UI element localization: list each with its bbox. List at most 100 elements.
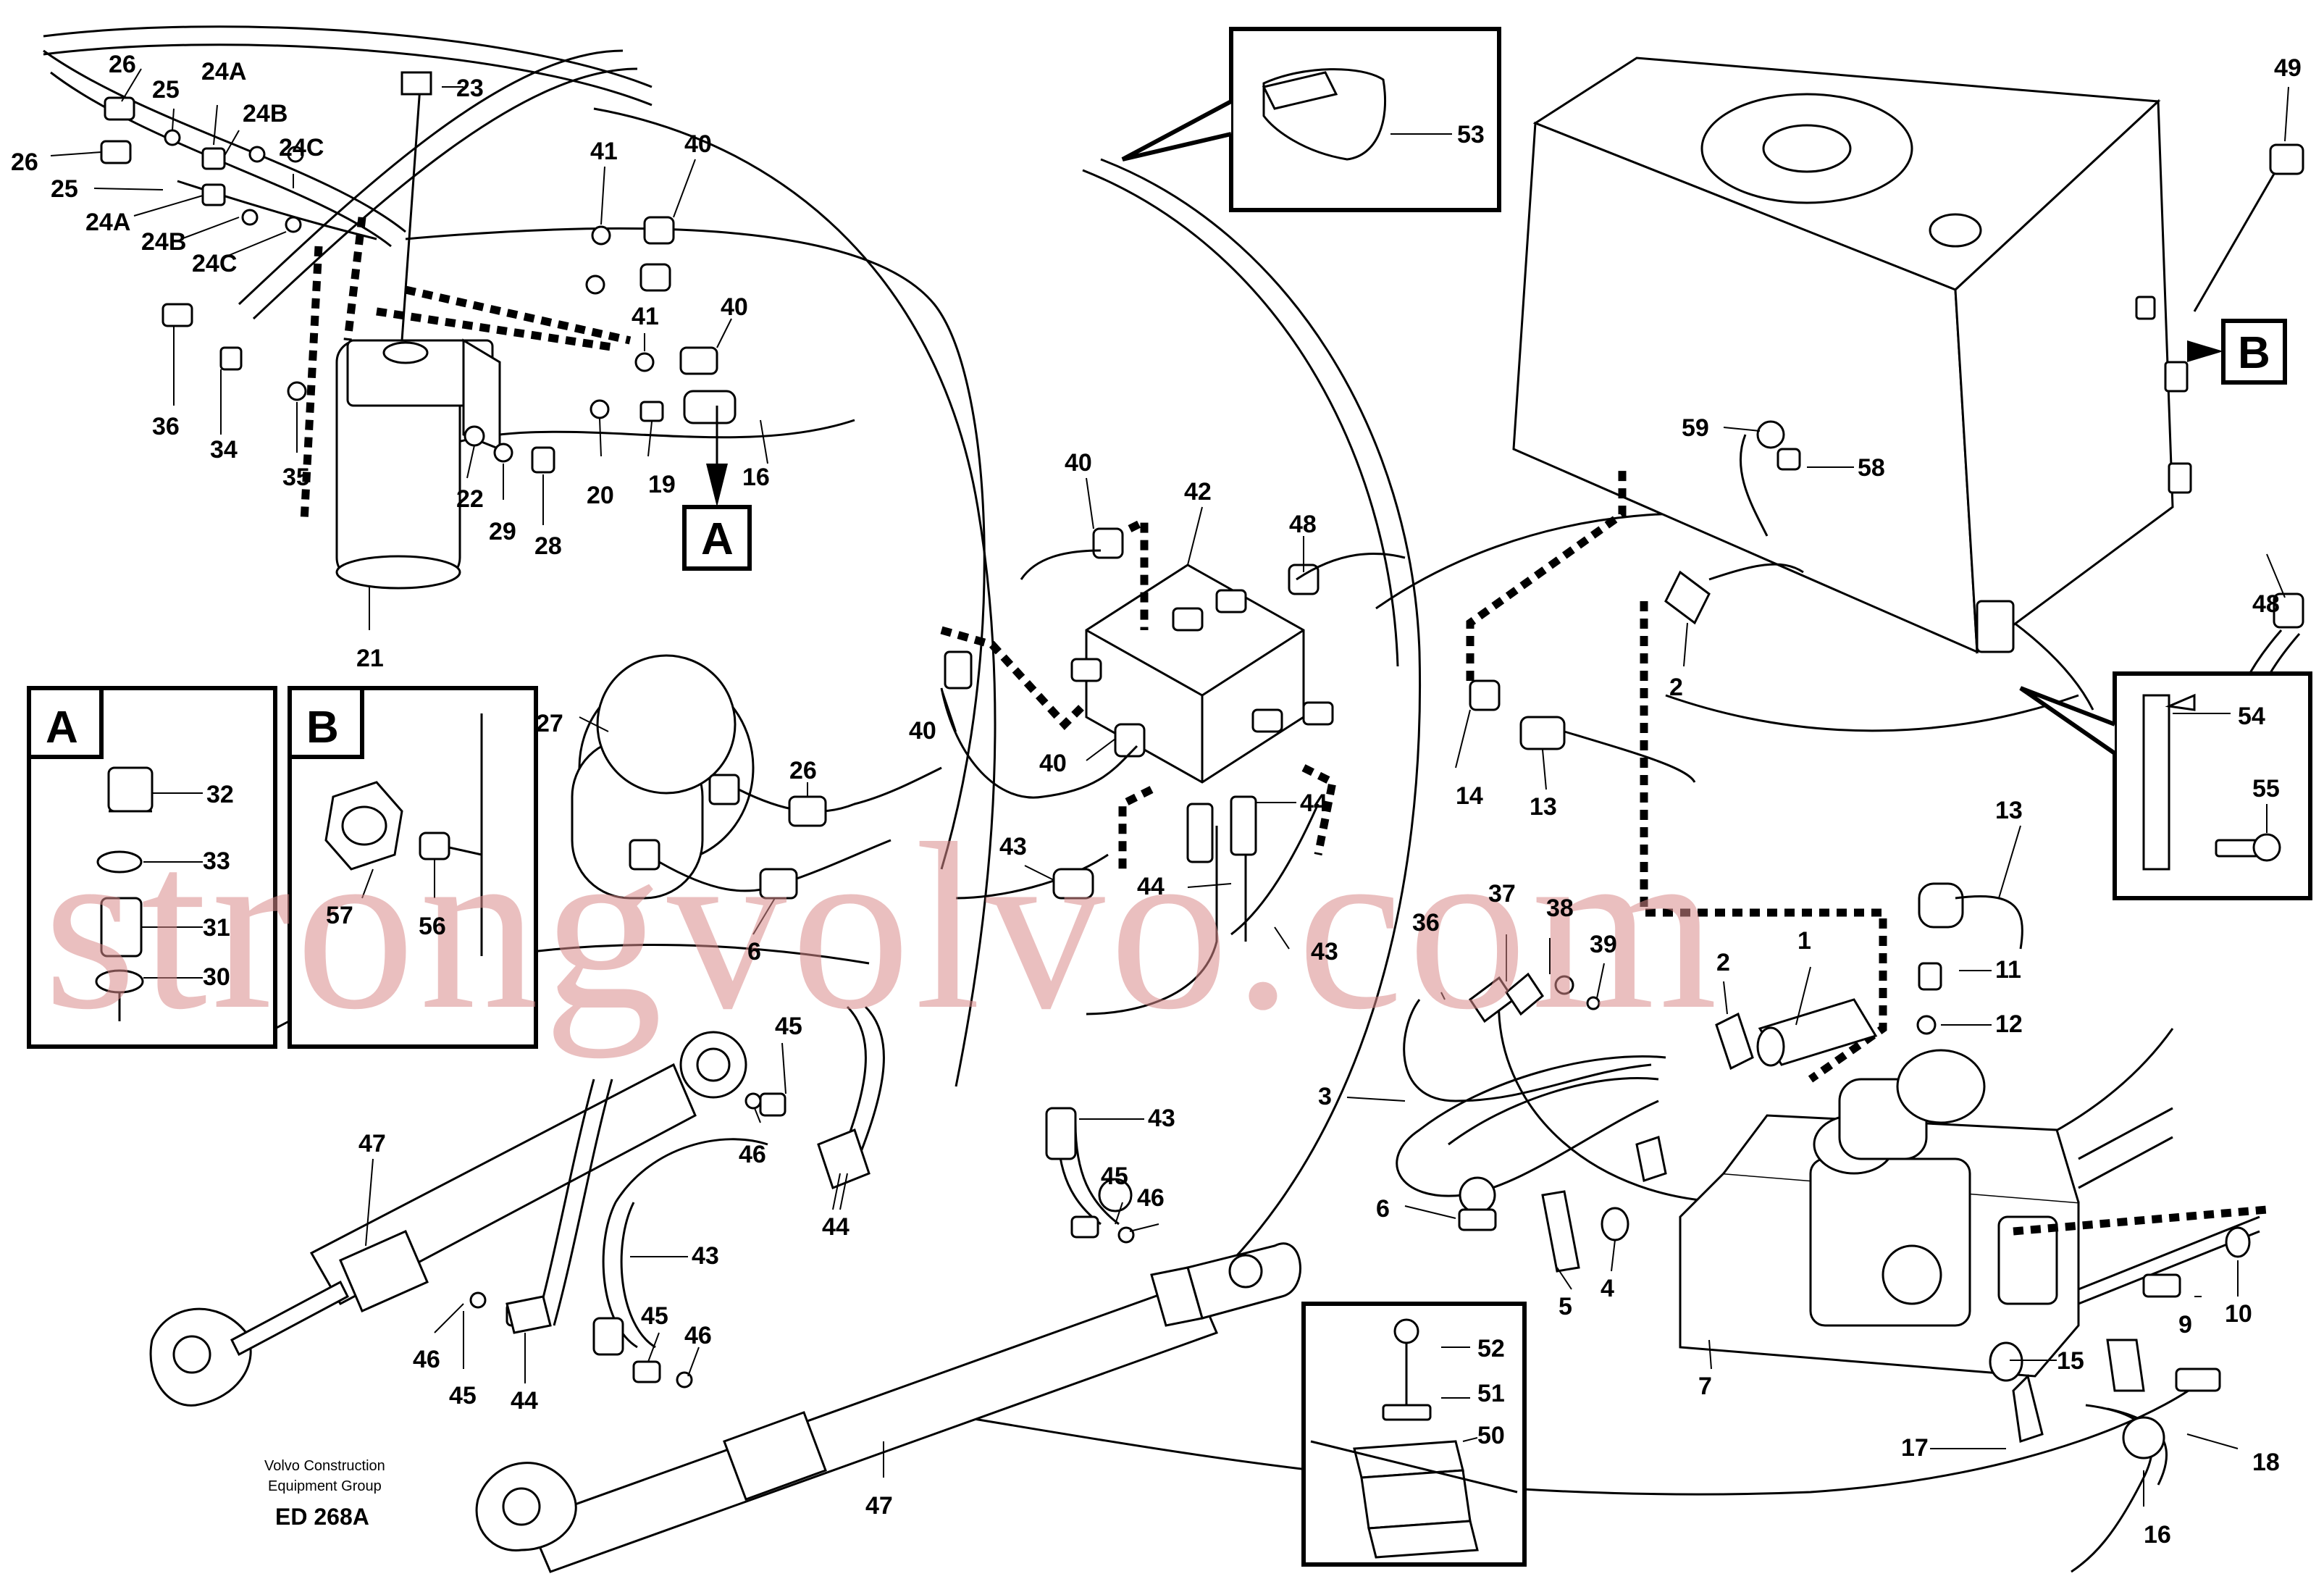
part-label-13: 13: [1995, 797, 2023, 824]
part-label-9: 9: [2178, 1311, 2192, 1339]
part-label-24b: 24B: [141, 228, 186, 256]
part-label-7: 7: [1698, 1373, 1712, 1400]
part-label-10: 10: [2225, 1300, 2252, 1328]
callout-a-main-box: [682, 406, 752, 571]
part-label-45: 45: [1101, 1163, 1128, 1190]
part-label-39: 39: [1590, 931, 1617, 958]
part-label-26: 26: [11, 148, 38, 176]
part-label-45: 45: [449, 1382, 477, 1410]
part-label-11: 11: [1995, 956, 2021, 984]
cylinder-upper: [149, 1005, 885, 1407]
part-label-51: 51: [1477, 1380, 1505, 1407]
inset-a: [27, 686, 277, 1049]
part-label-18: 18: [2252, 1449, 2280, 1476]
part-label-44: 44: [822, 1213, 850, 1241]
part-label-49: 49: [2274, 54, 2302, 82]
callout-b-main-box: [2187, 319, 2287, 385]
watermark-text: strongvolvo.com: [43, 795, 1721, 1059]
part-label-4: 4: [1601, 1275, 1614, 1302]
part-label-3: 3: [1318, 1083, 1332, 1110]
part-label-29: 29: [489, 518, 516, 545]
part-label-34: 34: [210, 436, 238, 464]
suction-line: [1396, 972, 1878, 1214]
part-label-54: 54: [2238, 703, 2265, 730]
fittings-top-left: [100, 96, 737, 474]
part-label-40: 40: [909, 717, 936, 745]
part-label-30: 30: [203, 963, 230, 991]
callout-b-main: B: [2238, 328, 2270, 378]
inset-54-55: [2019, 671, 2312, 900]
part-label-52: 52: [1477, 1335, 1505, 1362]
part-label-26: 26: [109, 51, 136, 78]
fittings-lower-right: [1458, 882, 2251, 1573]
part-label-57: 57: [326, 902, 353, 929]
part-label-42: 42: [1184, 478, 1212, 506]
part-label-45: 45: [775, 1013, 802, 1040]
part-label-46: 46: [739, 1141, 766, 1168]
part-label-2: 2: [1716, 949, 1730, 976]
part-label-47: 47: [358, 1130, 386, 1157]
footer-company-line2: Equipment Group: [268, 1478, 382, 1494]
part-label-28: 28: [534, 532, 562, 560]
part-label-36: 36: [152, 413, 180, 440]
part-label-12: 12: [1995, 1010, 2023, 1038]
part-label-43: 43: [1148, 1105, 1175, 1132]
hydraulic-pump: [1679, 1049, 2268, 1378]
leader-lines: [50, 68, 2289, 1507]
part-label-23: 23: [456, 75, 484, 102]
part-label-40: 40: [684, 130, 712, 158]
footer-company-line1: Volvo Construction: [264, 1458, 385, 1474]
part-label-56: 56: [419, 913, 446, 940]
filter-assembly: [43, 49, 638, 590]
control-valve: [944, 527, 1334, 784]
hydraulic-tank: [1512, 56, 2304, 808]
part-label-6: 6: [1376, 1195, 1390, 1223]
part-label-6: 6: [747, 938, 761, 966]
part-label-44: 44: [511, 1387, 538, 1415]
dashed-routes-valve: [940, 515, 1338, 869]
callout-a-inset: A: [46, 703, 78, 753]
part-label-33: 33: [203, 847, 230, 875]
part-label-20: 20: [587, 482, 614, 509]
part-label-13: 13: [1530, 793, 1557, 821]
part-label-25: 25: [152, 76, 180, 104]
part-label-27: 27: [536, 710, 563, 737]
part-label-55: 55: [2252, 775, 2280, 803]
fittings-right: [1466, 420, 1887, 1083]
part-label-16: 16: [2144, 1521, 2171, 1549]
part-label-17: 17: [1901, 1434, 1929, 1462]
part-label-24b: 24B: [243, 100, 288, 127]
part-label-24a: 24A: [201, 58, 246, 85]
footer-drawing-code: ED 268A: [275, 1504, 369, 1530]
part-label-35: 35: [282, 464, 310, 491]
part-label-31: 31: [203, 914, 230, 942]
part-label-40: 40: [1039, 750, 1067, 777]
part-label-58: 58: [1858, 454, 1885, 482]
inset-b: [288, 686, 538, 1049]
part-label-24a: 24A: [85, 209, 130, 236]
part-label-41: 41: [590, 138, 618, 165]
part-label-47: 47: [865, 1492, 893, 1520]
part-label-25: 25: [51, 175, 78, 203]
part-label-15: 15: [2057, 1347, 2084, 1375]
footer: Volvo Construction Equipment Group ED 26…: [264, 1458, 385, 1530]
part-label-43: 43: [692, 1242, 719, 1270]
fittings-44: [1052, 795, 1257, 900]
part-label-2: 2: [1669, 674, 1683, 701]
part-label-44: 44: [1137, 873, 1165, 900]
part-label-45: 45: [641, 1302, 668, 1330]
part-label-48: 48: [2252, 590, 2280, 618]
part-label-32: 32: [206, 781, 234, 808]
part-label-40: 40: [721, 293, 748, 321]
part-label-14: 14: [1456, 782, 1483, 810]
part-label-37: 37: [1488, 880, 1516, 908]
part-label-59: 59: [1682, 414, 1709, 442]
part-label-43: 43: [1311, 938, 1338, 966]
part-label-53: 53: [1457, 121, 1485, 148]
part-label-46: 46: [684, 1322, 712, 1349]
part-label-50: 50: [1477, 1422, 1505, 1449]
part-label-22: 22: [456, 485, 484, 513]
part-label-40: 40: [1065, 449, 1092, 477]
dashed-routes-top-left: [300, 217, 632, 522]
